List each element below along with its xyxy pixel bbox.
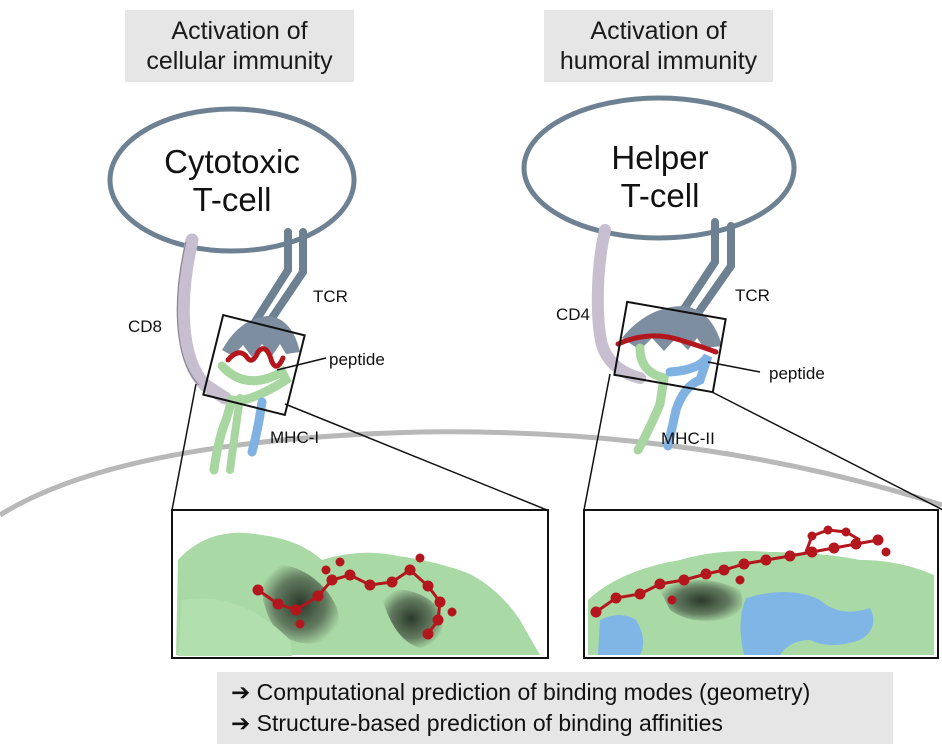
- header-line-2: humoral immunity: [559, 47, 758, 75]
- arrow-icon: ➔: [231, 679, 251, 705]
- footer-line-1: ➔ Computational prediction of binding mo…: [231, 677, 893, 708]
- structure-panel-left: [171, 509, 549, 659]
- tcr-label-right: TCR: [735, 286, 770, 305]
- mhc-ii-beta-chain: [663, 353, 713, 451]
- peptide-strand: [225, 346, 286, 369]
- header-line-1: Activation of: [171, 17, 308, 45]
- cd4-coreceptor-shape: [591, 224, 646, 384]
- tcr-stalk-left-right-cell: [678, 218, 719, 316]
- tcr-head-right-cell: [622, 306, 722, 351]
- footer-summary: ➔ Computational prediction of binding mo…: [217, 672, 893, 744]
- mhc-i-alpha-chain: [209, 361, 292, 475]
- arrow-icon: ➔: [231, 710, 251, 736]
- header-humoral-immunity: Activation of humoral immunity: [544, 10, 773, 82]
- synapse-zoom-box-left: [202, 313, 306, 417]
- footer-line-1-text: Computational prediction of binding mode…: [256, 679, 811, 705]
- tcr-stalk-left: [251, 228, 292, 326]
- header-line-1: Activation of: [590, 17, 727, 45]
- peptide-label-right: peptide: [769, 364, 825, 383]
- tcr-stalk-right: [264, 228, 307, 328]
- header-line-2: cellular immunity: [146, 47, 333, 75]
- tcr-label-left: TCR: [313, 287, 348, 306]
- mhc-i-label: MHC-I: [270, 428, 320, 447]
- antigen-presenting-cell-membrane: [0, 429, 942, 518]
- mhc-ii-alpha-chain: [633, 343, 670, 455]
- header-cellular-immunity: Activation of cellular immunity: [125, 10, 354, 82]
- footer-line-2-text: Structure-based prediction of binding af…: [256, 710, 723, 736]
- tcr-stalk-right-right-cell: [692, 222, 735, 320]
- tcr-head: [222, 316, 300, 357]
- cd4-label: CD4: [556, 305, 591, 324]
- mhc-i-beta2m: [247, 397, 267, 457]
- synapse-zoom-box-right: [613, 300, 727, 394]
- helper-t-cell-membrane: [521, 95, 797, 241]
- cd8-label: CD8: [128, 317, 163, 336]
- footer-line-2: ➔ Structure-based prediction of binding …: [231, 708, 893, 739]
- structure-panel-right: [583, 509, 939, 659]
- peptide-strand-right-cell: [615, 333, 719, 355]
- mhc-ii-label: MHC-II: [661, 429, 715, 448]
- cd8-coreceptor-shape: [176, 233, 232, 405]
- cytotoxic-t-cell-label: Cytotoxic T-cell: [164, 143, 300, 218]
- peptide-label-left: peptide: [329, 350, 385, 369]
- helper-t-cell-label: Helper T-cell: [611, 139, 709, 214]
- cytotoxic-t-cell-membrane: [107, 106, 357, 254]
